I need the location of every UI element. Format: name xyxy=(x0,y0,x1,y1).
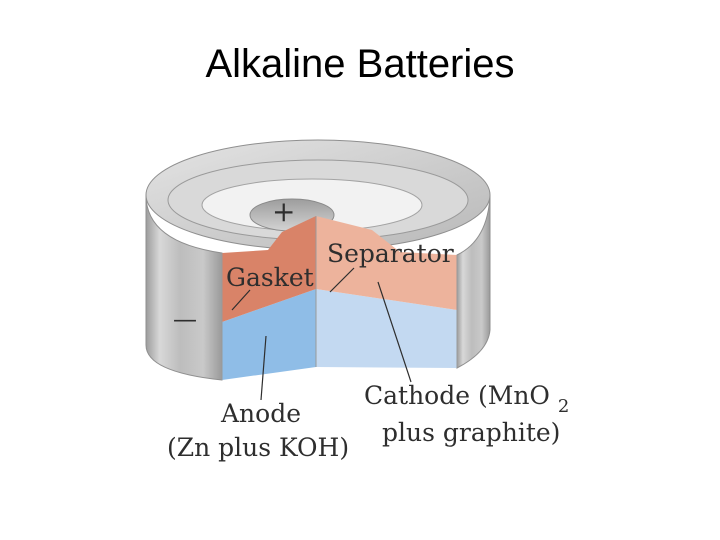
separator-region xyxy=(316,216,457,310)
plus-sign: + xyxy=(272,195,295,228)
gasket-leader-line xyxy=(231,289,251,311)
anode-label: Anode xyxy=(220,399,301,428)
anode-label-detail: (Zn plus KOH) xyxy=(167,433,349,462)
cathode-region xyxy=(316,289,457,368)
anode-leader-line xyxy=(260,335,267,401)
cathode-label-detail: plus graphite) xyxy=(382,418,560,447)
cathode-subscript: 2 xyxy=(558,396,569,417)
separator-leader-line xyxy=(329,267,355,293)
anode-region xyxy=(222,289,316,380)
cathode-label-prefix: Cathode (MnO xyxy=(364,381,550,410)
minus-sign: — xyxy=(173,305,197,333)
cutaway-edges xyxy=(221,216,458,380)
gasket-label: Gasket xyxy=(226,263,314,292)
cathode-leader-line xyxy=(377,281,412,383)
cathode-label: Cathode (MnO 2 xyxy=(364,381,569,417)
slide-title: Alkaline Batteries xyxy=(205,42,515,86)
separator-label: Separator xyxy=(327,239,454,268)
